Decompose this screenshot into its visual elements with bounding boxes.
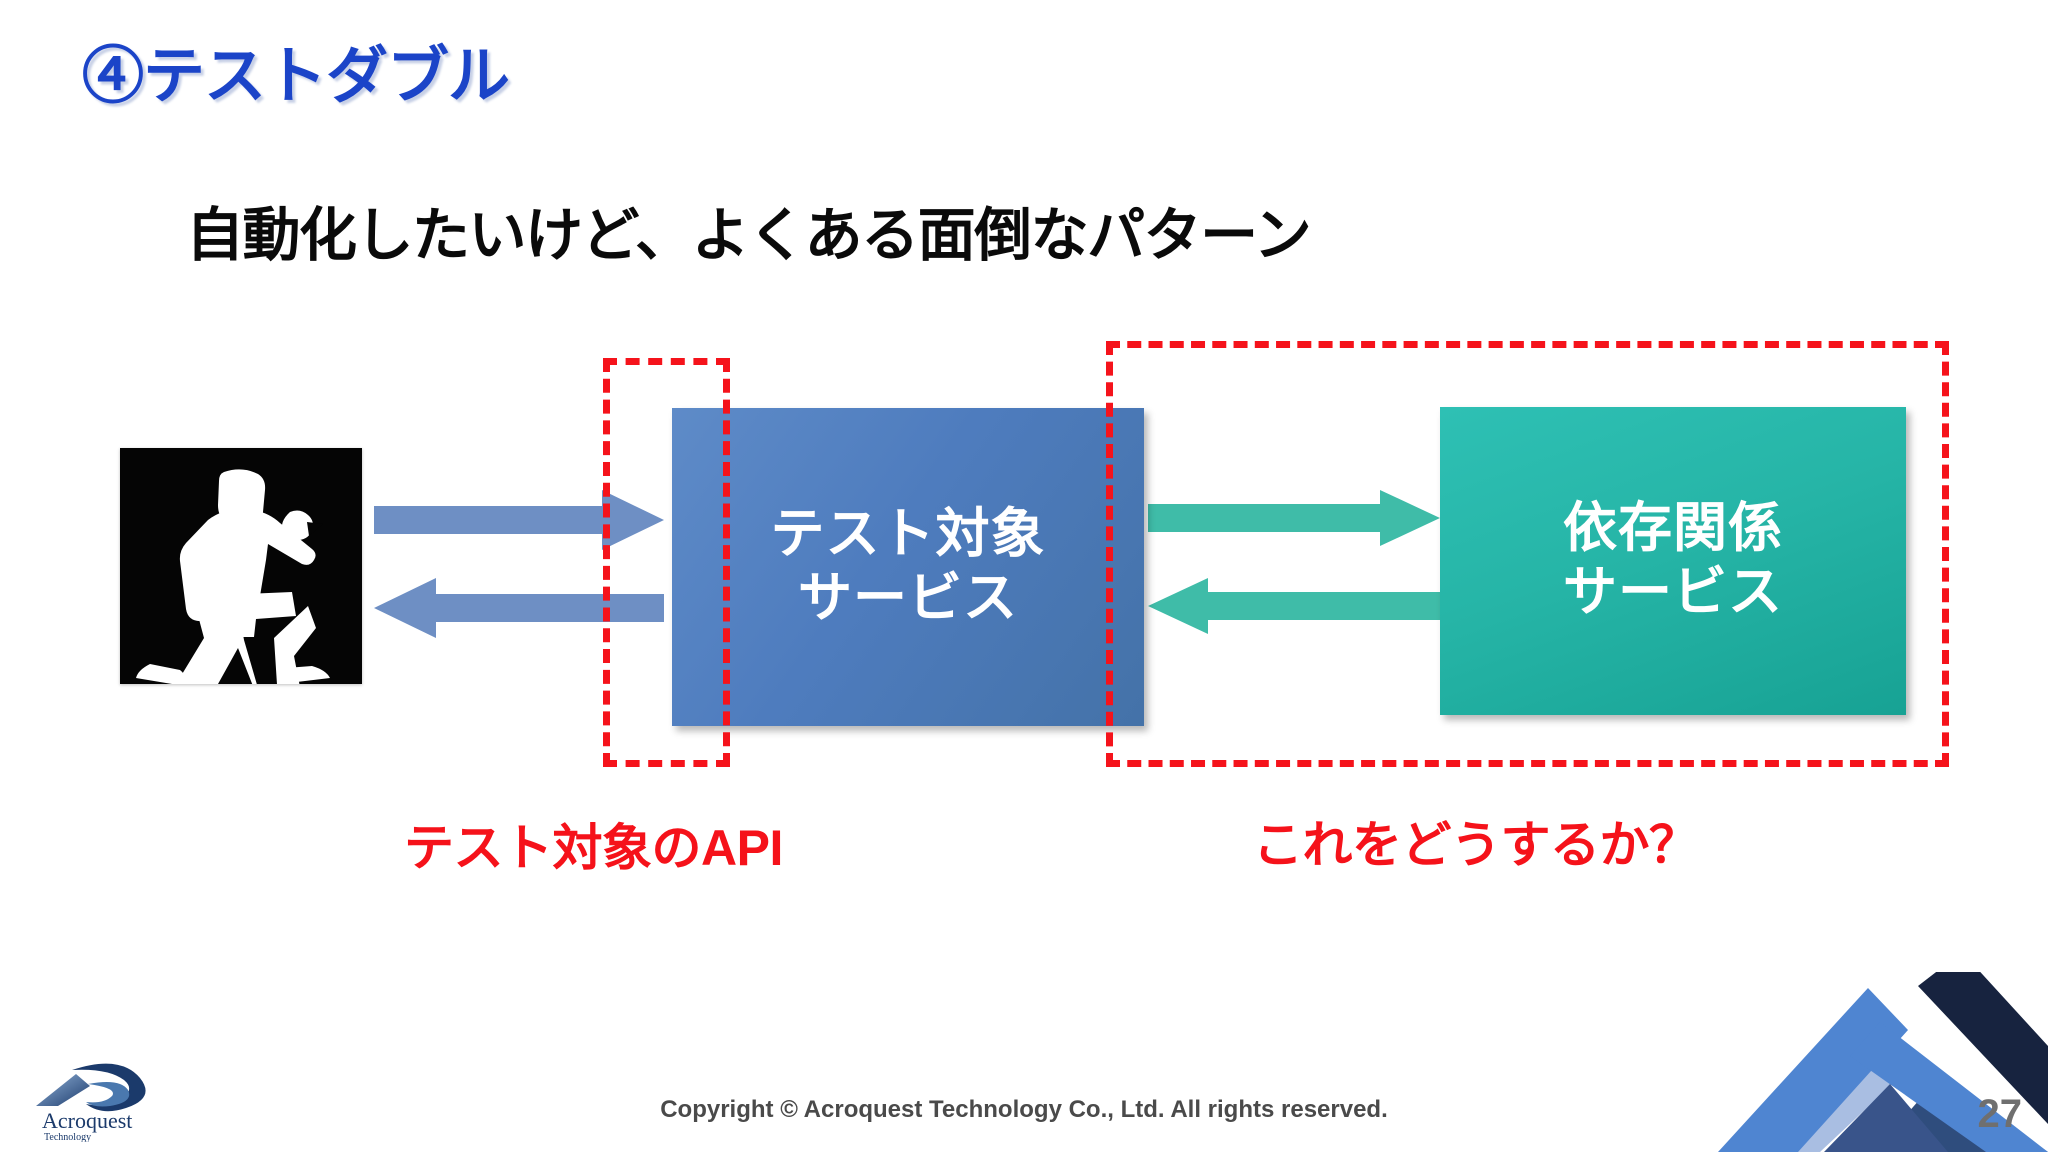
dependency-label-line1: 依存関係 (1563, 498, 1783, 559)
arrow-request-to-sut (374, 490, 664, 550)
svg-text:Acroquest: Acroquest (42, 1108, 132, 1133)
api-boundary-highlight (603, 358, 730, 767)
service-box-system-under-test: テスト対象 サービス (672, 408, 1144, 726)
sut-label-line1: テスト対象 (770, 504, 1046, 565)
corner-chevron-graphic (1618, 972, 2048, 1152)
dependency-label-line2: サービス (1563, 562, 1783, 622)
arrow-return-from-dependency (1148, 578, 1440, 634)
api-boundary-caption: テスト対象のAPI (404, 820, 783, 876)
svg-text:Technology: Technology (44, 1132, 91, 1142)
footer-copyright: Copyright © Acroquest Technology Co., Lt… (660, 1096, 1388, 1123)
service-box-dependency: 依存関係 サービス (1440, 407, 1906, 715)
page-title: ④テストダブル (82, 42, 510, 111)
page-number: 27 (1977, 1092, 2023, 1136)
sut-label-line2: サービス (798, 568, 1018, 628)
acroquest-logo: Acroquest Technology (28, 1060, 178, 1142)
dependency-boundary-highlight (1106, 341, 1949, 767)
karate-figure-icon (120, 448, 362, 684)
arrow-response-to-actor (374, 578, 664, 638)
dependency-boundary-caption: これをどうするか？ (1253, 817, 1699, 873)
slide-subtitle: 自動化したいけど、よくある面倒なパターン (186, 203, 1312, 268)
arrow-call-to-dependency (1148, 490, 1440, 546)
